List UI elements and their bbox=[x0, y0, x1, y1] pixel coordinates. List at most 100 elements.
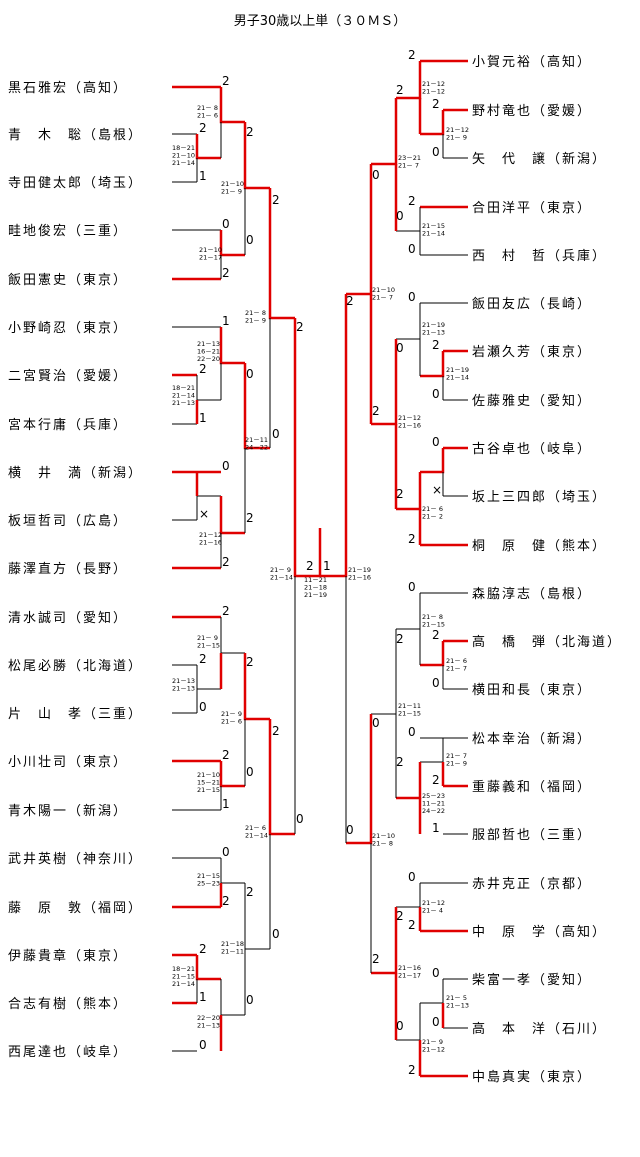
winner-line bbox=[219, 761, 245, 788]
left-player-name: 青 木 聡（島根） bbox=[8, 128, 143, 143]
right-game-count: 0 bbox=[408, 870, 416, 884]
right-player-name: 桐 原 健（熊本） bbox=[472, 538, 607, 554]
page-title: 男子30歳以上単（３０ＭＳ） bbox=[233, 14, 407, 29]
left-player-name: 武井英樹（神奈川） bbox=[8, 852, 143, 867]
round-game-count: 2 bbox=[396, 909, 404, 923]
left-game-count: 2 bbox=[222, 555, 230, 569]
round-game-count: 2 bbox=[396, 632, 404, 646]
left-player-name: 青木陽一（新潟） bbox=[8, 803, 128, 819]
left-player-name: 横 井 満（新潟） bbox=[8, 465, 143, 481]
left-player-name: 畦地俊宏（三重） bbox=[8, 223, 128, 239]
left-player-name: 寺田健太郎（埼玉） bbox=[8, 176, 143, 191]
left-player-name: 小野崎忍（東京） bbox=[8, 320, 128, 336]
right-game-count: 0 bbox=[432, 387, 440, 401]
left-player-name: 西尾達也（岐阜） bbox=[8, 1044, 128, 1060]
left-player-name: 片 山 孝（三重） bbox=[8, 706, 143, 722]
right-player-name: 矢 代 譲（新潟） bbox=[472, 151, 607, 167]
left-game-count: 1 bbox=[222, 797, 230, 811]
right-player-name: 高 本 洋（石川） bbox=[472, 1021, 607, 1037]
right-player-name: 西 村 哲（兵庫） bbox=[472, 249, 607, 264]
left-player-name: 合志有樹（熊本） bbox=[8, 996, 128, 1012]
right-game-count: 2 bbox=[408, 1063, 416, 1077]
right-player-name: 森脇淳志（島根） bbox=[472, 586, 592, 602]
bracket-line bbox=[220, 617, 245, 654]
round-game-count: 0 bbox=[396, 209, 404, 223]
left-player-name: 小川壮司（東京） bbox=[8, 754, 128, 770]
right-game-count: 1 bbox=[432, 821, 440, 835]
winner-line bbox=[195, 955, 221, 981]
left-game-count: 2 bbox=[199, 652, 207, 666]
winner-line bbox=[195, 134, 221, 160]
right-game-count: 0 bbox=[408, 580, 416, 594]
right-player-name: 柴富一孝（愛知） bbox=[472, 972, 592, 988]
right-player-name: 坂上三四郎（埼玉） bbox=[472, 490, 607, 505]
final-game-count: 2 bbox=[306, 559, 314, 573]
left-game-count: 0 bbox=[222, 845, 230, 859]
right-game-count: 2 bbox=[432, 97, 440, 111]
winner-line bbox=[219, 496, 245, 535]
round-game-count: 0 bbox=[296, 812, 304, 826]
right-player-name: 飯田友広（長崎） bbox=[472, 296, 592, 312]
right-game-count: 2 bbox=[432, 628, 440, 642]
left-game-count: 1 bbox=[199, 990, 207, 1004]
winner-line bbox=[420, 110, 445, 136]
winner-line bbox=[420, 351, 445, 378]
left-player-name: 伊藤貴章（東京） bbox=[8, 948, 128, 964]
left-player-name: 黒石雅宏（高知） bbox=[8, 80, 128, 96]
right-player-name: 古谷卓也（岐阜） bbox=[472, 441, 592, 457]
bracket-line bbox=[220, 979, 245, 1016]
bracket-line bbox=[420, 738, 444, 763]
winner-line bbox=[293, 318, 320, 578]
round-game-count: 0 bbox=[246, 233, 254, 247]
left-game-count: 0 bbox=[199, 1038, 207, 1052]
right-player-name: 高 橋 弾（北海道） bbox=[472, 634, 622, 650]
left-game-count: 2 bbox=[222, 748, 230, 762]
left-game-count: 1 bbox=[222, 314, 230, 328]
left-player-name: 清水誠司（愛知） bbox=[8, 610, 128, 626]
right-game-count: 2 bbox=[432, 773, 440, 787]
bracket-line bbox=[196, 375, 221, 401]
right-player-name: 中島真実（東京） bbox=[472, 1069, 592, 1085]
right-player-name: 重藤義和（福岡） bbox=[472, 779, 592, 795]
right-player-name: 服部哲也（三重） bbox=[472, 827, 592, 843]
round-game-count: 2 bbox=[246, 885, 254, 899]
round-game-count: 2 bbox=[272, 724, 280, 738]
right-game-count: 0 bbox=[432, 1015, 440, 1029]
winner-line bbox=[219, 327, 245, 365]
left-player-name: 宮本行庸（兵庫） bbox=[8, 417, 128, 433]
left-game-count: 2 bbox=[199, 121, 207, 135]
round-game-count: 2 bbox=[246, 125, 254, 139]
bracket-line bbox=[396, 303, 421, 340]
right-game-count: 2 bbox=[432, 338, 440, 352]
round-game-count: 0 bbox=[396, 341, 404, 355]
round-game-count: 0 bbox=[372, 716, 380, 730]
bracket-line bbox=[420, 979, 444, 1004]
round-game-count: 2 bbox=[372, 952, 380, 966]
left-game-count: 1 bbox=[199, 169, 207, 183]
left-game-count: 2 bbox=[199, 942, 207, 956]
bracket-line bbox=[396, 883, 421, 908]
round-game-count: 0 bbox=[396, 1019, 404, 1033]
left-game-count: 2 bbox=[222, 74, 230, 88]
